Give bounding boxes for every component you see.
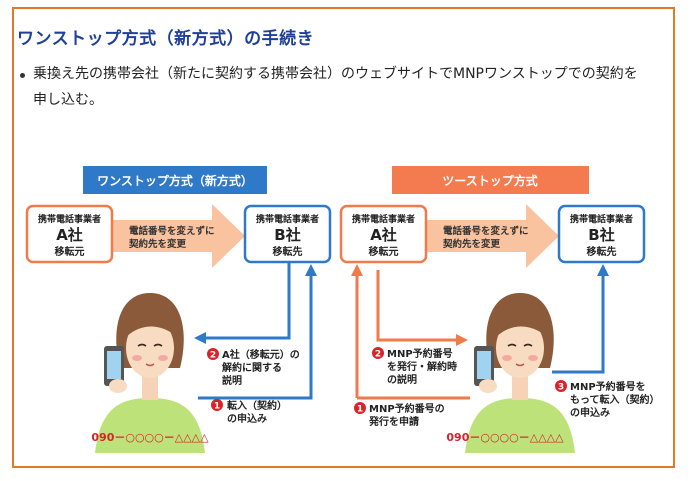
left-b-line3: 移転先 — [273, 245, 303, 258]
left-arrow-text-2: 契約先を変更 — [128, 238, 187, 250]
left-step1-badge — [211, 399, 223, 411]
right-step3-arrow — [552, 264, 609, 374]
left-step2-num: 2 — [210, 351, 216, 361]
right-step3-num: 3 — [558, 383, 564, 393]
right-step2-arrow — [376, 270, 468, 346]
right-phone-number: 090－○○○○－△△△△ — [446, 431, 564, 444]
right-step2-line1: MNP予約番号 — [387, 347, 453, 360]
right-arrow-text-2: 契約先を変更 — [442, 238, 501, 250]
left-step1-line1: 転入（契約） — [227, 399, 287, 412]
right-a-line3: 移転元 — [369, 245, 399, 258]
left-step2-line3: 説明 — [222, 374, 242, 387]
left-step2-arrow — [194, 262, 291, 344]
right-phone-icon — [474, 346, 497, 393]
left-header-bg — [83, 166, 267, 194]
left-arrow-text-1: 電話番号を変えずに — [129, 225, 215, 237]
right-step1-line1: MNP予約番号の — [369, 402, 445, 415]
left-step2-badge — [207, 348, 219, 360]
right-company-a-box — [339, 204, 428, 264]
right-step3-line2: もって転入（契約） — [570, 393, 660, 406]
left-header: ワンストップ方式（新方式） — [97, 173, 253, 188]
right-b-line1: 携帯電話事業者 — [570, 213, 633, 225]
right-header-bg — [392, 166, 589, 194]
right-arrow-text-1: 電話番号を変えずに — [443, 225, 529, 237]
right-step1-badge — [354, 402, 366, 414]
left-b-line2: B社 — [274, 226, 300, 244]
left-a-line2: A社 — [56, 226, 83, 244]
page-title: ワンストップ方式（新方式）の手続き — [17, 29, 315, 49]
right-b-line3: 移転先 — [587, 245, 617, 258]
bullet-text: 乗換え先の携帯会社（新たに契約する携帯会社）のウェブサイトでMNPワンストップで… — [33, 66, 638, 108]
right-change-arrow — [426, 204, 559, 268]
left-a-line3: 移転元 — [55, 245, 85, 258]
right-a-line2: A社 — [370, 226, 397, 244]
left-step2-line1: A社（移転元）の — [222, 348, 300, 361]
left-step1-arrow — [198, 264, 317, 400]
left-step2-line2: 解約に関する — [222, 361, 282, 374]
right-step1-num: 1 — [357, 405, 363, 415]
left-step1-line2: の申込み — [227, 412, 267, 425]
bullet-dot — [20, 73, 25, 78]
right-step3-line3: の申込み — [570, 406, 610, 419]
left-b-line1: 携帯電話事業者 — [256, 213, 319, 225]
right-step2-line3: の説明 — [387, 373, 417, 386]
left-company-a-box — [25, 204, 114, 264]
right-a-line1: 携帯電話事業者 — [352, 213, 415, 225]
left-a-line1: 携帯電話事業者 — [38, 213, 101, 225]
left-phone-number: 090－○○○○－△△△△ — [91, 431, 209, 444]
left-step1-num: 1 — [214, 402, 220, 412]
right-header: ツーストップ方式 — [442, 173, 537, 188]
right-step2-num: 2 — [375, 350, 381, 360]
right-company-b-box — [557, 204, 646, 264]
right-step1-line2: 発行を申請 — [368, 415, 419, 428]
right-step3-badge — [555, 380, 567, 392]
right-step3-line1: MNP予約番号を — [570, 380, 646, 393]
right-b-line2: B社 — [588, 226, 614, 244]
left-phone-icon — [104, 346, 127, 393]
right-step2-badge — [372, 347, 384, 359]
left-change-arrow — [112, 204, 245, 268]
right-step2-line2: を発行・解約時 — [387, 360, 457, 373]
